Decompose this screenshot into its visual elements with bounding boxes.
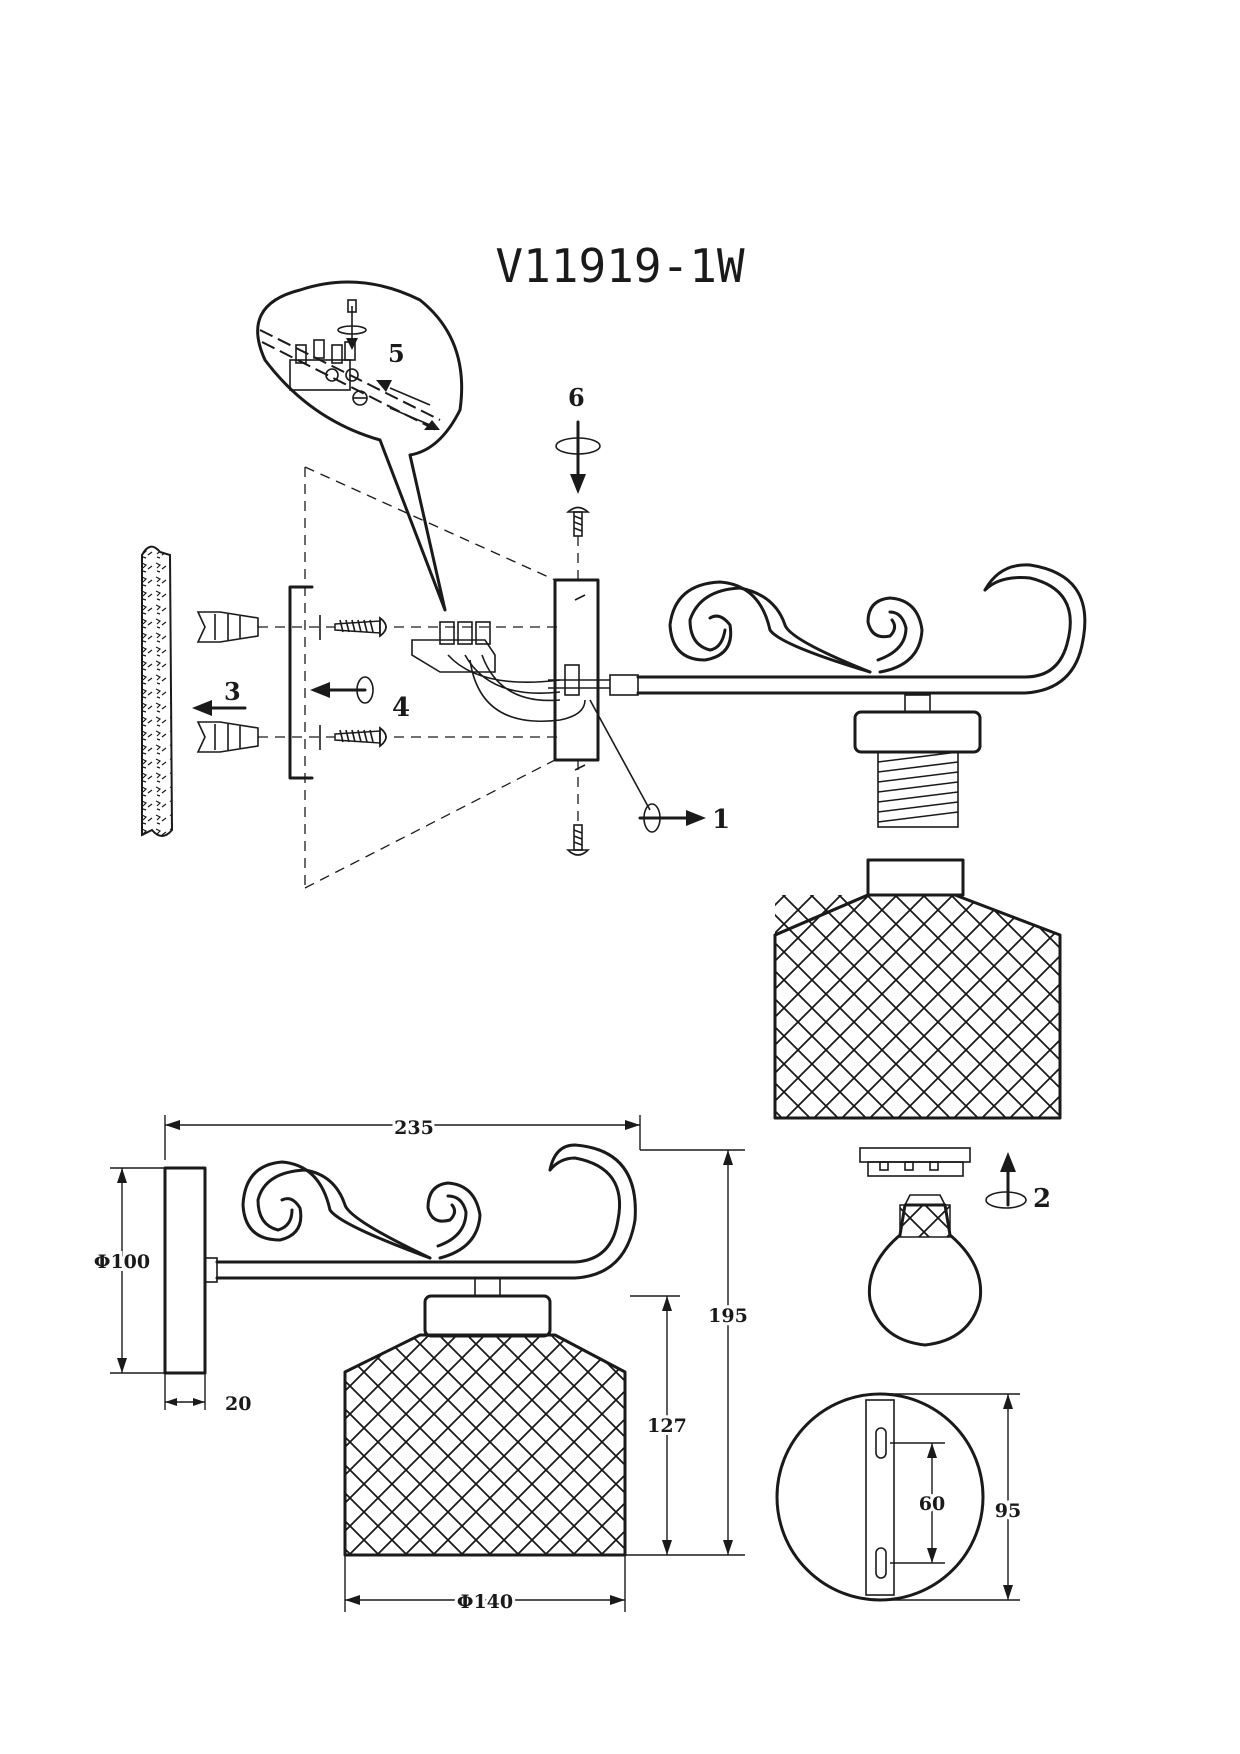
decorative-arm-assembly (609, 563, 1087, 696)
wall-plate-side (548, 578, 610, 771)
light-bulb (867, 1194, 983, 1347)
dim-height (625, 1149, 745, 1556)
wall-plate-front (163, 1166, 207, 1375)
wall-section (141, 545, 174, 837)
decorative-arm-dimension (215, 1143, 637, 1280)
wall-anchor-top (196, 611, 259, 643)
terminal-detail-callout (256, 280, 464, 612)
dim-plate-diameter-label: Φ100 (94, 1251, 150, 1273)
step-1-arrow (638, 803, 706, 833)
dim-plate-depth (164, 1373, 206, 1410)
terminal-block (411, 621, 586, 722)
step-3-label: 3 (224, 677, 241, 706)
socket-assembly (853, 694, 982, 828)
top-screw (565, 506, 591, 537)
dim-slot-spacing (890, 1442, 945, 1564)
step-2-label: 2 (1033, 1184, 1051, 1214)
dim-shade-height-label: 127 (647, 1415, 687, 1437)
wall-screw-top (334, 616, 387, 638)
retaining-ring (859, 1147, 971, 1177)
dim-plate-depth-label: 20 (225, 1393, 251, 1415)
round-back-plate (775, 1392, 985, 1602)
page-title: V11919-1W (495, 239, 745, 293)
dim-plate-diameter (110, 1167, 165, 1374)
step-6-label: 6 (568, 383, 585, 412)
dim-height-label: 195 (708, 1305, 748, 1327)
wall-anchor-bottom (196, 721, 259, 753)
dim-plate-size (880, 1393, 1020, 1601)
step-5-label: 5 (388, 339, 405, 368)
dim-shade-diameter-label: Φ140 (457, 1591, 513, 1613)
step-4-arrow (310, 676, 374, 704)
dim-width (164, 1115, 641, 1160)
dim-shade-height (630, 1295, 680, 1555)
dim-slot-spacing-label: 60 (919, 1493, 945, 1515)
dim-width-label: 235 (394, 1117, 434, 1139)
glass-shade-dimension (343, 1277, 627, 1557)
step-2-arrow (985, 1152, 1027, 1209)
bottom-screw (566, 824, 590, 856)
mounting-bracket (288, 585, 321, 780)
projection-lines (304, 466, 556, 889)
step-6-arrow (555, 420, 601, 494)
step-1-label: 1 (712, 805, 730, 835)
dim-plate-size-label: 95 (995, 1500, 1021, 1522)
step-4-label: 4 (392, 693, 410, 723)
dim-shade-diameter (344, 1555, 626, 1612)
glass-shade-assembly (773, 858, 1062, 1120)
wall-screw-bottom (334, 726, 387, 748)
step-3-arrow (192, 700, 247, 716)
